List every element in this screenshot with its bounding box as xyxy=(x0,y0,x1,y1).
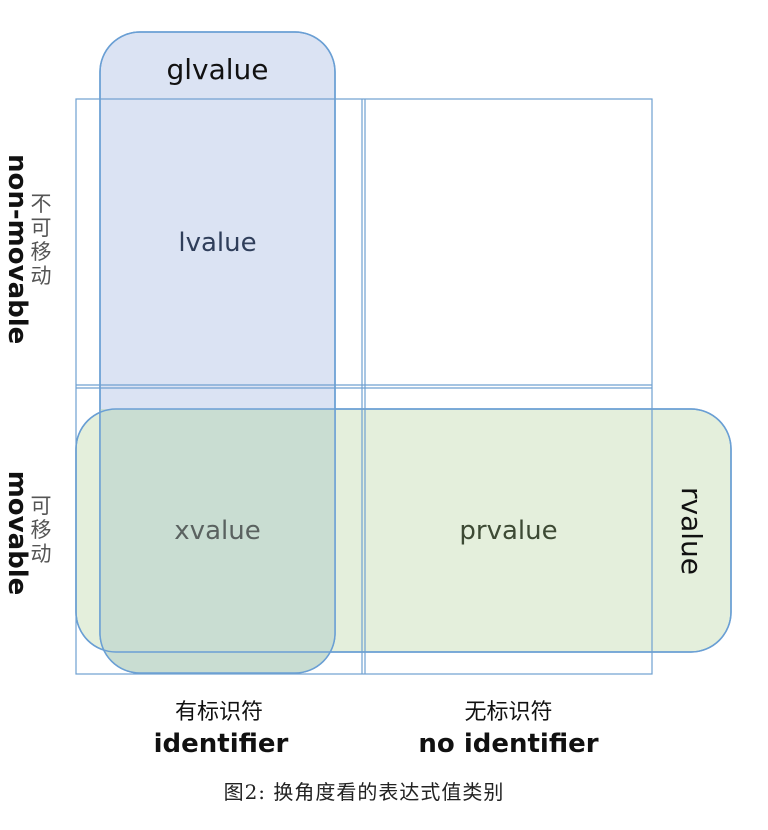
prvalue-label: prvalue xyxy=(459,516,558,546)
grid xyxy=(75,98,653,675)
row-label-movable: movable xyxy=(2,470,32,596)
row-label-movable-zh: 可移动 xyxy=(30,494,52,566)
glvalue-label: glvalue xyxy=(166,53,269,86)
col-label-identifier-zh: 有标识符 xyxy=(174,700,263,725)
col-label-no-identifier-zh: 无标识符 xyxy=(464,700,553,725)
row-label-non-movable-zh: 不可移动 xyxy=(30,192,52,288)
row-label-non-movable: non-movable xyxy=(2,154,32,345)
xvalue-overlap-region xyxy=(100,409,335,673)
rvalue-label: rvalue xyxy=(675,487,708,575)
lvalue-label: lvalue xyxy=(178,228,257,258)
col-label-no-identifier: no identifier xyxy=(418,729,599,759)
figure-caption: 图2: 换角度看的表达式值类别 xyxy=(223,780,505,804)
col-label-identifier: identifier xyxy=(153,729,289,759)
xvalue-label: xvalue xyxy=(174,516,261,546)
